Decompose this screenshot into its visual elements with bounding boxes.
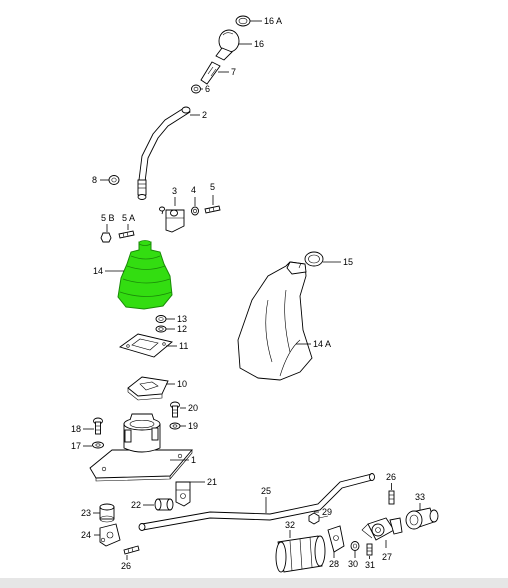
label-10: 10 [177, 379, 187, 389]
label-1: 1 [191, 455, 196, 465]
part-31[interactable]: 31 [365, 543, 375, 570]
part-23[interactable]: 23 [81, 503, 115, 523]
label-12: 12 [177, 324, 187, 334]
part-27-universal-joint[interactable]: 27 [361, 517, 403, 562]
part-25-shift-rod[interactable]: 25 [138, 473, 375, 531]
label-26-lower: 26 [121, 561, 131, 571]
label-18: 18 [71, 424, 81, 434]
part-29[interactable]: 29 [308, 507, 332, 525]
label-6: 6 [205, 84, 210, 94]
part-28-bracket[interactable]: 28 [327, 525, 345, 569]
part-18[interactable]: 18 [71, 417, 103, 435]
label-30: 30 [348, 559, 358, 569]
label-5a: 5 A [122, 213, 135, 223]
label-13: 13 [177, 314, 187, 324]
label-7: 7 [231, 67, 236, 77]
part-14-rubber-boot[interactable]: 14 [93, 240, 173, 310]
label-21: 21 [207, 477, 217, 487]
part-26-lower[interactable]: 26 [121, 545, 140, 571]
part-11-gasket[interactable]: 11 [118, 333, 188, 358]
part-17[interactable]: 17 [71, 441, 104, 451]
label-23: 23 [81, 508, 91, 518]
label-2: 2 [202, 110, 207, 120]
label-27: 27 [382, 552, 392, 562]
part-1-shift-housing[interactable]: 1 [89, 413, 196, 482]
label-16: 16 [254, 39, 264, 49]
label-14: 14 [93, 266, 103, 276]
label-31: 31 [365, 560, 375, 570]
label-25: 25 [261, 486, 271, 496]
part-5a[interactable]: 5 A [118, 213, 135, 239]
part-14a-leather-boot[interactable]: 14 A [237, 261, 331, 381]
part-24[interactable]: 24 [81, 523, 121, 547]
part-16-shift-knob[interactable]: 16 [215, 29, 264, 61]
part-21-bracket[interactable]: 21 [175, 477, 217, 507]
part-12[interactable]: 12 [155, 324, 187, 334]
part-22[interactable]: 22 [131, 498, 174, 511]
label-5: 5 [210, 182, 215, 192]
label-33: 33 [415, 492, 425, 502]
part-6[interactable]: 6 [191, 84, 211, 94]
label-20: 20 [188, 403, 198, 413]
part-30[interactable]: 30 [348, 541, 360, 570]
part-3-bracket[interactable]: 3 [159, 186, 185, 233]
part-5b[interactable]: 5 B [100, 213, 115, 243]
label-17: 17 [71, 441, 81, 451]
part-2-shift-lever[interactable]: 2 [137, 106, 207, 200]
label-8: 8 [92, 175, 97, 185]
label-15: 15 [343, 257, 353, 267]
label-22: 22 [131, 500, 141, 510]
label-29: 29 [322, 507, 332, 517]
part-8[interactable]: 8 [92, 175, 120, 185]
part-4[interactable]: 4 [191, 185, 199, 216]
part-13[interactable]: 13 [155, 314, 187, 324]
part-16a[interactable]: 16 A [235, 15, 282, 27]
part-5[interactable]: 5 [204, 182, 221, 214]
bottom-bar [0, 578, 508, 588]
part-15[interactable]: 15 [304, 251, 353, 267]
label-24: 24 [81, 530, 91, 540]
boot-body [117, 241, 173, 310]
label-32: 32 [285, 520, 295, 530]
label-5b: 5 B [101, 213, 115, 223]
part-10-guide-plate[interactable]: 10 [127, 376, 187, 401]
part-32-damper[interactable]: 32 [275, 520, 326, 573]
label-11: 11 [179, 341, 188, 351]
part-26-upper[interactable]: 26 [386, 472, 396, 505]
part-7[interactable]: 7 [200, 61, 236, 85]
label-16a: 16 A [264, 16, 282, 26]
label-26-upper: 26 [386, 472, 396, 482]
label-28: 28 [329, 559, 339, 569]
part-33-coupling[interactable]: 33 [405, 492, 439, 530]
label-3: 3 [172, 186, 177, 196]
label-19: 19 [188, 421, 198, 431]
part-19[interactable]: 19 [169, 421, 198, 431]
part-20[interactable]: 20 [170, 401, 199, 418]
label-4: 4 [191, 185, 196, 195]
label-14a: 14 A [313, 339, 331, 349]
